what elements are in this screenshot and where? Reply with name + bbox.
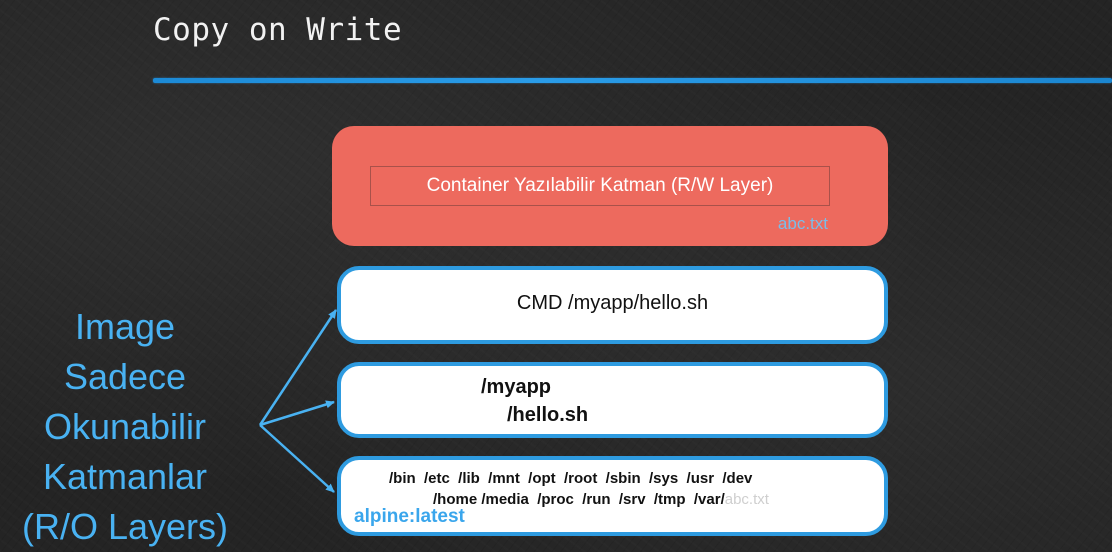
image-layer-base: /bin /etc /lib /mnt /opt /root /sbin /sy… bbox=[337, 456, 888, 536]
side-label-line5: (R/O Layers) bbox=[21, 506, 229, 547]
rw-layer-file: abc.txt bbox=[777, 214, 828, 233]
container-rw-layer: Container Yazılabilir Katman (R/W Layer)… bbox=[332, 126, 888, 246]
ro-layers-label: Image Sadece Okunabilir Katmanlar (R/O L… bbox=[10, 302, 240, 552]
side-label-line1: Image bbox=[74, 306, 176, 347]
title-underline bbox=[153, 78, 1112, 83]
base-dirs-line2: /home /media /proc /run /srv /tmp /var/a… bbox=[433, 491, 769, 508]
side-label-line3: Okunabilir bbox=[43, 406, 207, 447]
base-dirs-line2-text: /home /media /proc /run /srv /tmp /var/ bbox=[433, 491, 725, 508]
arrow-to-app-layer bbox=[259, 400, 335, 427]
image-layer-cmd: CMD /myapp/hello.sh bbox=[337, 266, 888, 344]
side-label-line4: Katmanlar bbox=[42, 456, 208, 497]
base-image-name: alpine:latest bbox=[354, 506, 465, 527]
app-dir-text: /myapp bbox=[481, 376, 552, 398]
image-layer-app: /myapp /hello.sh bbox=[337, 362, 888, 438]
app-file-text: /hello.sh bbox=[507, 404, 589, 426]
side-label-line2: Sadece bbox=[63, 356, 187, 397]
base-dirs-line1: /bin /etc /lib /mnt /opt /root /sbin /sy… bbox=[389, 470, 753, 487]
arrow-to-base-layer bbox=[259, 424, 335, 493]
rw-layer-label: Container Yazılabilir Katman (R/W Layer) bbox=[370, 166, 830, 206]
base-file-ghost: abc.txt bbox=[724, 491, 769, 508]
page-title: Copy on Write bbox=[153, 12, 403, 48]
arrow-to-cmd-layer bbox=[258, 309, 338, 426]
cmd-layer-text: CMD /myapp/hello.sh bbox=[516, 292, 709, 314]
